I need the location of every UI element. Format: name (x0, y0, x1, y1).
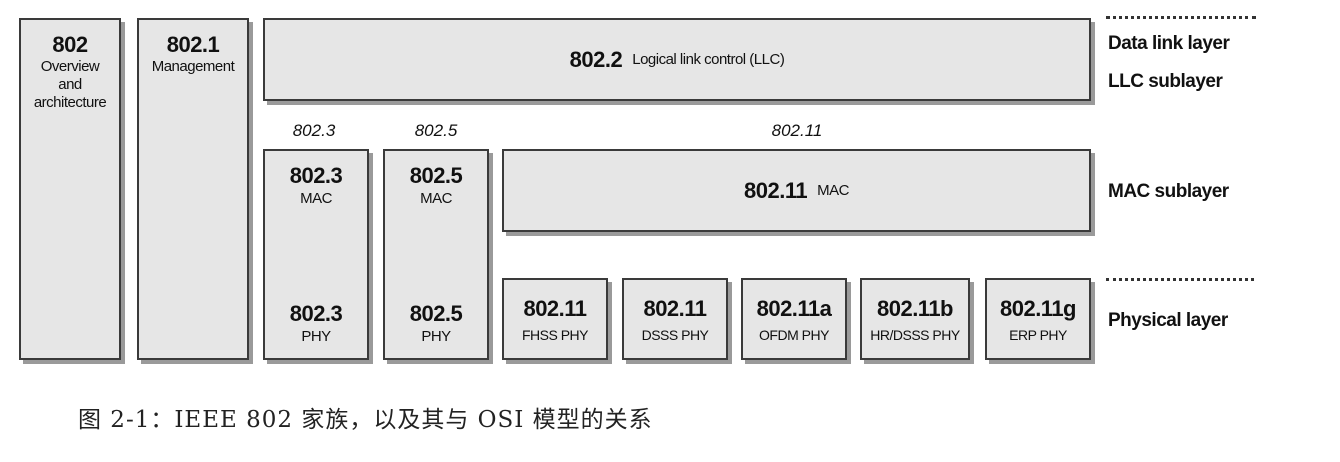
phy-hrdsss-number: 802.11b (876, 295, 954, 321)
8025-mac-text: MAC (420, 190, 452, 207)
8023-mac-number: 802.3 (289, 163, 343, 188)
group-label-8023: 802.3 (292, 121, 336, 140)
figure-caption: 图 2-1：IEEE 802 家族，以及其与 OSI 模型的关系 (78, 407, 653, 433)
phy-ofdm-number: 802.11a (756, 295, 832, 321)
box-phy-erp: 802.11g ERP PHY (985, 278, 1091, 360)
llc-number: 802.2 (569, 46, 623, 72)
box-802-overview: 802 Overview and architecture (19, 18, 121, 360)
box-phy-hrdsss: 802.11b HR/DSSS PHY (860, 278, 970, 360)
box-phy-dsss: 802.11 DSSS PHY (622, 278, 728, 360)
llc-text: Logical link control (LLC) (632, 51, 785, 68)
phy-ofdm-text: OFDM PHY (759, 326, 829, 343)
8025-phy-number: 802.5 (409, 301, 463, 326)
label-llc-sublayer: LLC sublayer (1108, 71, 1223, 92)
box-phy-fhss: 802.11 FHSS PHY (502, 278, 608, 360)
phy-dsss-number: 802.11 (643, 295, 707, 321)
box-802-line-2: and (58, 76, 82, 93)
8023-phy-number: 802.3 (289, 301, 343, 326)
group-label-8025: 802.5 (414, 121, 458, 140)
divider-top (1106, 16, 1256, 19)
box-802-line-3: architecture (33, 94, 107, 111)
80211-mac-text: MAC (817, 182, 849, 199)
divider-physical (1106, 278, 1254, 281)
8023-phy-text: PHY (301, 328, 331, 345)
phy-fhss-text: FHSS PHY (521, 326, 589, 343)
label-physical-layer: Physical layer (1108, 310, 1228, 331)
8025-phy-text: PHY (421, 328, 451, 345)
phy-hrdsss-text: HR/DSSS PHY (870, 326, 960, 343)
box-phy-ofdm: 802.11a OFDM PHY (741, 278, 847, 360)
phy-erp-number: 802.11g (999, 295, 1077, 321)
80211-mac-number: 802.11 (744, 177, 808, 203)
box-802-number: 802 (52, 32, 88, 57)
group-label-80211: 802.11 (771, 121, 823, 140)
ieee-802-diagram: 802 Overview and architecture 802.1 Mana… (19, 16, 1256, 360)
8023-phy-group: 802.3 PHY (265, 301, 367, 346)
box-8021-management: 802.1 Management (137, 18, 249, 360)
8023-mac-text: MAC (300, 190, 332, 207)
label-mac-sublayer: MAC sublayer (1108, 181, 1229, 202)
box-802-line-1: Overview (40, 58, 100, 75)
box-8023-stack: 802.3 MAC 802.3 PHY (263, 149, 369, 360)
box-80211-mac: 802.11 MAC (502, 149, 1091, 232)
8025-phy-group: 802.5 PHY (385, 301, 487, 346)
phy-fhss-number: 802.11 (523, 295, 587, 321)
box-8021-line-1: Management (151, 58, 235, 75)
box-8021-number: 802.1 (166, 32, 220, 57)
box-8025-stack: 802.5 MAC 802.5 PHY (383, 149, 489, 360)
label-data-link-layer: Data link layer (1108, 33, 1230, 54)
box-8022-llc: 802.2 Logical link control (LLC) (263, 18, 1091, 101)
phy-erp-text: ERP PHY (1009, 326, 1067, 343)
phy-dsss-text: DSSS PHY (641, 326, 709, 343)
8025-mac-number: 802.5 (409, 163, 463, 188)
